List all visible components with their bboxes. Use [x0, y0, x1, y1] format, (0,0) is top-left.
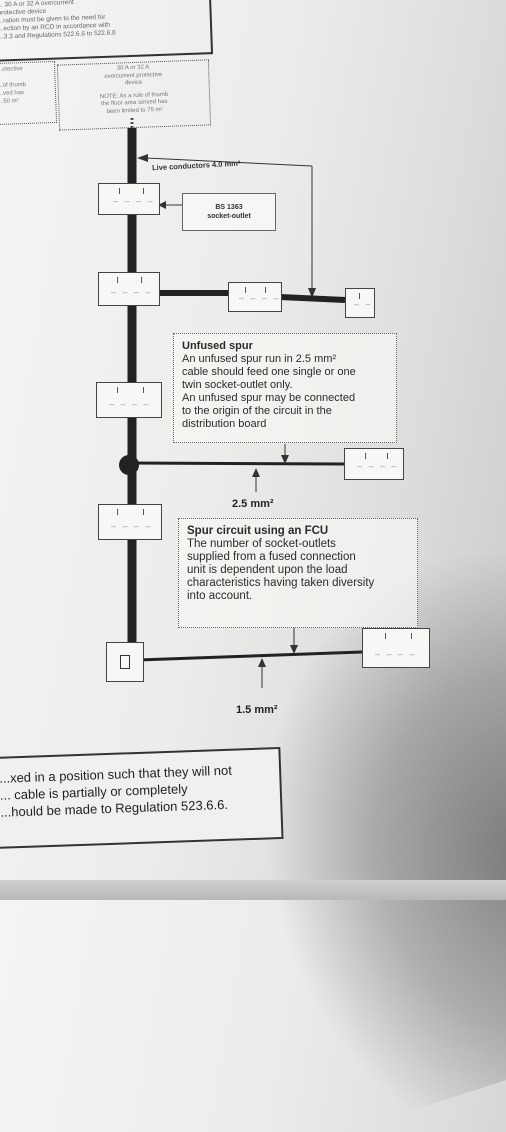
- fcu-spur-cable: [137, 650, 363, 662]
- csa-25-arrowhead: [252, 468, 260, 477]
- socket-outlet: – – – –: [98, 504, 162, 540]
- unfused-spur-line: distribution board: [182, 418, 267, 430]
- live-drop-arrowhead: [308, 288, 316, 298]
- fcu-spur-line: unit is dependent upon the load: [187, 564, 348, 576]
- unfused-spur-line: twin socket-outlet only.: [182, 379, 293, 391]
- unfused-spur-line: An unfused spur run in 2.5 mm²: [182, 353, 337, 365]
- csa-1-5-label: 1.5 mm²: [236, 704, 278, 716]
- page-edge: [0, 880, 506, 900]
- socket-outlet: – – – –: [228, 282, 282, 312]
- fcu-note-arrowhead: [290, 645, 298, 654]
- unfused-spur-heading: Unfused spur: [182, 340, 253, 352]
- socket-outlet: – – – –: [98, 183, 160, 215]
- live-arrow-line: [145, 157, 313, 167]
- fcu-spur-line: The number of socket-outlets: [187, 538, 336, 550]
- fcu-socket-outlet: – – – –: [362, 628, 430, 668]
- fcu-spur-note: Spur circuit using an FCU The number of …: [178, 518, 418, 628]
- unfused-spur-cable: [128, 461, 346, 466]
- fcu-spur-line: characteristics having taken diversity: [187, 577, 375, 589]
- spur-junction: [119, 455, 139, 475]
- fused-connection-unit: [106, 642, 144, 682]
- socket-outlet-label: socket-outlet: [207, 213, 251, 220]
- bs-pointer-head: [158, 201, 166, 209]
- live-arrow-head: [137, 154, 148, 162]
- unfused-note-arrowhead: [281, 455, 289, 464]
- socket-outlet: – – – –: [98, 272, 160, 306]
- bs1363-label: BS 1363: [215, 204, 243, 211]
- socket-outlet: – –: [345, 288, 375, 318]
- fcu-spur-heading: Spur circuit using an FCU: [187, 525, 329, 537]
- fcu-spur-line: into account.: [187, 590, 253, 602]
- bottom-regulation-box: ...xed in a position such that they will…: [0, 746, 284, 850]
- bs1363-label-box: BS 1363 socket-outlet: [182, 193, 276, 231]
- ring-branch-conductor: [279, 294, 346, 303]
- csa-2-5-label: 2.5 mm²: [232, 498, 274, 510]
- fcu-spur-line: supplied from a fused connection: [187, 551, 356, 563]
- unfused-spur-line: An unfused spur may be connected: [182, 392, 356, 404]
- unfused-spur-note: Unfused spur An unfused spur run in 2.5 …: [173, 333, 397, 443]
- socket-outlet: – – – –: [96, 382, 162, 418]
- csa-15-arrowhead: [258, 658, 266, 667]
- unfused-spur-line: cable should feed one single or one: [182, 366, 356, 378]
- unfused-spur-line: to the origin of the circuit in the: [182, 405, 332, 417]
- spur-socket-outlet: – – – –: [344, 448, 404, 480]
